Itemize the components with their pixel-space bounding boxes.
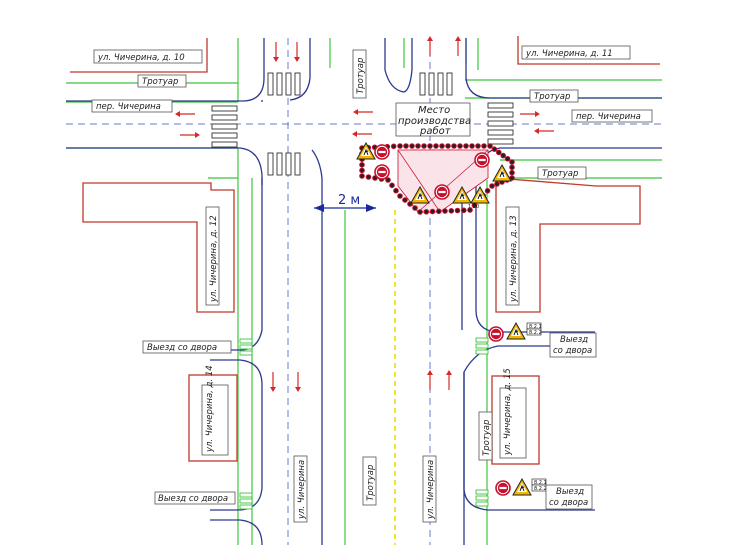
- fence-post: [481, 143, 487, 149]
- building-13: [495, 177, 641, 313]
- fence-post: [487, 143, 493, 149]
- svg-text:1.20: 1.20: [468, 204, 479, 210]
- svg-text:8.2.1: 8.2.1: [534, 480, 547, 486]
- fence-post: [359, 167, 365, 174]
- fence-post: [423, 209, 430, 215]
- crosswalk-east: [487, 102, 514, 145]
- building-15-label: ул. Чичерина, д. 15: [503, 368, 513, 456]
- building-11: [517, 36, 660, 65]
- fence-post: [412, 205, 418, 211]
- building-13-label: ул. Чичерина, д. 13: [509, 215, 519, 303]
- fence-post: [415, 143, 421, 149]
- dimension-label: 2 м: [338, 193, 360, 208]
- fence-post: [429, 208, 436, 215]
- fence-post: [442, 208, 448, 214]
- yard-exit-label-west-1: Выезд со двора: [147, 343, 217, 353]
- building-10-label: ул. Чичерина, д. 10: [97, 53, 185, 63]
- fence-post: [403, 143, 409, 149]
- fence-post: [433, 143, 439, 149]
- sidewalk-label-south: Тротуар: [366, 465, 376, 501]
- sidewalk-label-north: Тротуар: [356, 58, 366, 94]
- fence-post: [417, 209, 423, 215]
- lane-label-east: пер. Чичерина: [576, 112, 641, 122]
- fence-post: [439, 143, 445, 149]
- svg-text:8.2.2: 8.2.2: [534, 486, 547, 492]
- fence-post: [463, 143, 469, 149]
- main-street-label-east: ул. Чичерина: [426, 460, 436, 520]
- road-edges: [66, 38, 662, 546]
- fence-post: [491, 146, 498, 152]
- yard-exit-label-east-2b: со двора: [549, 498, 588, 508]
- fence-post: [454, 207, 461, 214]
- fence-post: [421, 143, 427, 149]
- building-12-label: ул. Чичерина, д. 12: [209, 215, 219, 303]
- fence-post: [475, 143, 481, 149]
- fence-post: [445, 143, 451, 149]
- main-street-label-west: ул. Чичерина: [297, 460, 307, 520]
- sidewalk-label-west: Тротуар: [142, 77, 178, 87]
- building-14-label: ул. Чичерина, д. 14: [205, 365, 215, 453]
- fence-post: [500, 152, 506, 159]
- fence-post: [461, 207, 467, 214]
- yard-exit-label-east-2: Выезд: [556, 487, 584, 497]
- fence-post: [409, 143, 415, 149]
- building-14: [188, 374, 238, 462]
- sidewalk-label-east-south: Тротуар: [542, 169, 578, 179]
- fence-post: [359, 173, 365, 179]
- svg-text:8.2.2: 8.2.2: [529, 330, 542, 336]
- dimension-2m: 2 м: [314, 193, 376, 212]
- work-site-label-1: Место: [418, 105, 450, 116]
- fence-post: [484, 188, 491, 194]
- yard-exit-label-west-2: Выезд со двора: [158, 494, 228, 504]
- fence-post: [509, 169, 515, 176]
- building-11-label: ул. Чичерина, д. 11: [525, 49, 613, 59]
- crosswalk-north-west: [267, 72, 301, 96]
- fence-post: [504, 156, 511, 162]
- fence-post: [469, 143, 475, 149]
- sidewalk-label-south-east: Тротуар: [482, 420, 492, 456]
- work-site-label-2: производства: [398, 116, 471, 127]
- fence-post: [509, 164, 515, 171]
- crosswalk-west: [211, 105, 238, 148]
- fence-post: [457, 143, 463, 149]
- work-site-label-3: работ: [419, 125, 452, 137]
- building-10: [70, 38, 208, 73]
- fence-post: [365, 174, 372, 180]
- sidewalk-label-east: Тротуар: [534, 92, 570, 102]
- fence-post: [389, 182, 395, 189]
- svg-text:8.2.1: 8.2.1: [529, 324, 542, 330]
- fence-post: [489, 183, 495, 189]
- fence-post: [451, 143, 457, 149]
- crosswalk-north-east: [419, 72, 453, 96]
- fence-post: [427, 143, 433, 149]
- crosswalk-south-west: [267, 152, 301, 176]
- fence-post: [397, 143, 403, 149]
- building-12: [82, 182, 235, 313]
- fence-post: [397, 193, 403, 199]
- fence-post: [436, 208, 442, 215]
- fence-post: [448, 208, 455, 214]
- fence-post: [359, 162, 365, 168]
- fence-post: [393, 187, 399, 194]
- fence-post: [390, 143, 397, 150]
- yard-exit-label-east-1: Выезд: [560, 335, 588, 345]
- fence-post: [402, 197, 408, 203]
- yard-exit-label-east-1b: со двора: [553, 346, 592, 356]
- fence-post: [509, 159, 515, 165]
- yard-exit-crossings: [239, 337, 489, 510]
- lane-label-west: пер. Чичерина: [96, 102, 161, 112]
- fence-post: [494, 181, 500, 187]
- fence-post: [496, 149, 502, 156]
